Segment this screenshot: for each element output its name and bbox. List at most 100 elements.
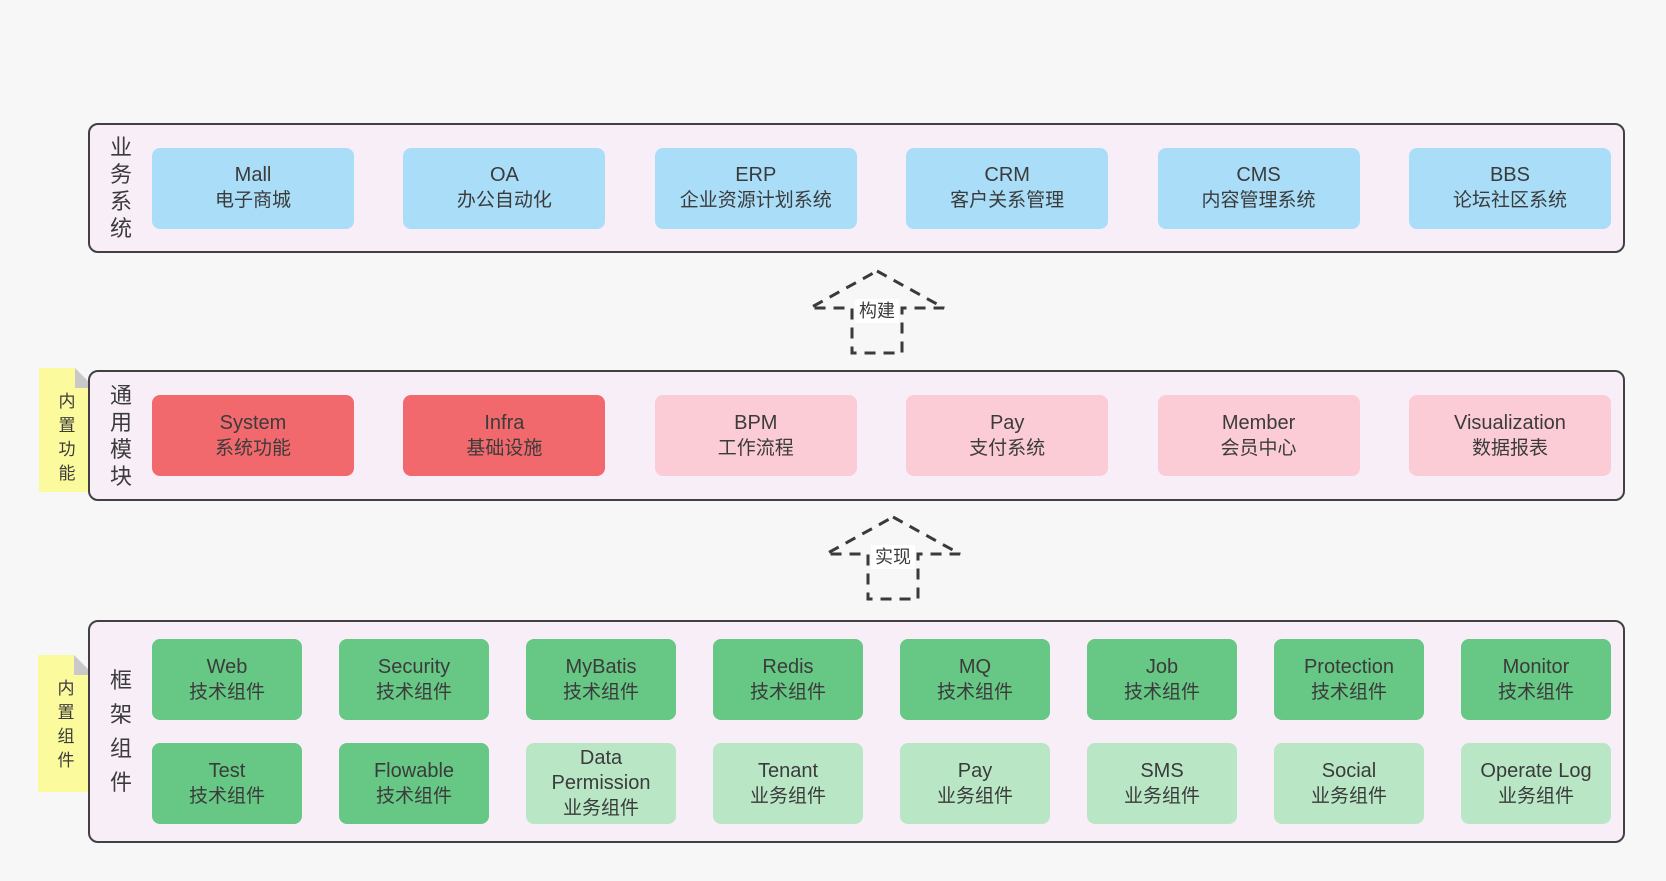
- layer-title: 框架组件: [109, 667, 132, 795]
- component-box-member: Member 会员中心: [1157, 395, 1360, 476]
- box-title: Redis: [762, 655, 814, 678]
- layer-title: 业务系统: [109, 135, 132, 241]
- box-subtitle: 支付系统: [969, 437, 1046, 459]
- box-subtitle: 技术组件: [936, 681, 1013, 703]
- box-title: SMS: [1140, 759, 1184, 782]
- component-box-mybatis: MyBatis 技术组件: [526, 639, 676, 720]
- box-title: Test: [208, 759, 246, 782]
- box-subtitle: 业务组件: [1123, 785, 1200, 807]
- box-title: Pay: [989, 411, 1025, 434]
- box-title: MQ: [958, 655, 992, 678]
- box-subtitle: 企业资源计划系统: [679, 190, 832, 211]
- box-subtitle: 业务组件: [1310, 785, 1387, 807]
- layer-rows: System 系统功能 Infra 基础设施 BPM 工作流程 Pay 支付系统 Member 会…: [152, 372, 1623, 499]
- component-box-social: Social 业务组件: [1274, 743, 1424, 824]
- sticky-note-builtin-components: 内置组件: [38, 655, 94, 792]
- layer-title-column: 业务系统: [90, 125, 152, 251]
- component-box-bpm: BPM 工作流程: [654, 395, 857, 476]
- component-box-mq: MQ 技术组件: [900, 639, 1050, 720]
- component-box-monitor: Monitor 技术组件: [1461, 639, 1611, 720]
- box-subtitle: 技术组件: [1123, 681, 1200, 703]
- layer-title-column: 通用模块: [90, 372, 152, 499]
- box-title: MyBatis: [565, 655, 637, 678]
- box-subtitle: 客户关系管理: [950, 190, 1065, 211]
- box-title: Job: [1145, 655, 1179, 678]
- box-title: Member: [1221, 411, 1296, 434]
- dashed-up-arrow-build: 构建: [807, 268, 947, 356]
- box-title: Pay: [957, 759, 993, 782]
- component-box-security: Security 技术组件: [339, 639, 489, 720]
- layer-panel-common-modules: 通用模块 System 系统功能 Infra 基础设施 BPM 工作流程 Pay 支付系统 Me…: [88, 370, 1625, 501]
- dashed-up-arrow-implement: 实现: [823, 514, 963, 602]
- box-title: Infra: [484, 411, 525, 434]
- box-subtitle: 技术组件: [1310, 681, 1387, 703]
- box-title: OA: [489, 164, 519, 186]
- box-title: BBS: [1489, 164, 1530, 186]
- layer-title: 通用模块: [109, 382, 132, 489]
- component-box-pay: Pay 支付系统: [906, 395, 1109, 476]
- box-title: CMS: [1236, 164, 1281, 186]
- component-box-web: Web 技术组件: [152, 639, 302, 720]
- box-title: System: [219, 411, 287, 434]
- box-subtitle: 系统功能: [214, 437, 291, 459]
- box-subtitle: 业务组件: [562, 798, 639, 819]
- box-title: CRM: [984, 164, 1030, 186]
- box-subtitle: 业务组件: [936, 785, 1013, 807]
- box-subtitle: 电子商城: [214, 190, 291, 211]
- component-box-oa: OA 办公自动化: [403, 147, 606, 229]
- box-subtitle: 业务组件: [749, 785, 826, 807]
- box-title: BPM: [734, 411, 778, 434]
- box-subtitle: 技术组件: [188, 785, 265, 807]
- box-subtitle: 技术组件: [749, 681, 826, 703]
- box-subtitle: 基础设施: [466, 437, 543, 459]
- component-box-system: System 系统功能: [152, 395, 354, 476]
- box-subtitle: 技术组件: [375, 681, 452, 703]
- box-subtitle: 数据报表: [1471, 437, 1548, 459]
- component-row: System 系统功能 Infra 基础设施 BPM 工作流程 Pay 支付系统 Member 会…: [152, 395, 1611, 476]
- box-subtitle: 论坛社区系统: [1452, 190, 1567, 211]
- box-title: ERP: [735, 164, 777, 186]
- box-title: Tenant: [757, 759, 819, 782]
- box-subtitle: 会员中心: [1220, 437, 1297, 459]
- component-row: Test 技术组件 Flowable 技术组件 Data Permission 业务组件 T…: [152, 743, 1611, 824]
- box-subtitle: 办公自动化: [456, 190, 552, 211]
- box-subtitle: 技术组件: [1497, 681, 1574, 703]
- sticky-note-builtin-features: 内置功能: [39, 368, 95, 492]
- box-title: Security: [377, 655, 451, 678]
- box-title: Monitor: [1502, 655, 1570, 678]
- box-subtitle: 技术组件: [375, 785, 452, 807]
- component-box-data-permission: Data Permission 业务组件: [526, 743, 676, 824]
- component-box-erp: ERP 企业资源计划系统: [654, 147, 857, 229]
- layer-title-column: 框架组件: [90, 622, 152, 841]
- component-box-sms: SMS 业务组件: [1087, 743, 1237, 824]
- component-box-pay: Pay 业务组件: [900, 743, 1050, 824]
- box-subtitle: 工作流程: [717, 437, 794, 459]
- component-box-cms: CMS 内容管理系统: [1157, 147, 1360, 229]
- box-title: Flowable: [373, 759, 455, 782]
- box-subtitle: 技术组件: [562, 681, 639, 703]
- arrow-label: 实现: [871, 545, 915, 569]
- sticky-note-label: 内置功能: [58, 392, 76, 483]
- component-box-infra: Infra 基础设施: [403, 395, 606, 476]
- box-title: Data Permission: [551, 747, 651, 794]
- box-title: Social: [1321, 759, 1377, 782]
- component-box-flowable: Flowable 技术组件: [339, 743, 489, 824]
- component-box-redis: Redis 技术组件: [713, 639, 863, 720]
- component-box-bbs: BBS 论坛社区系统: [1408, 147, 1611, 229]
- component-box-job: Job 技术组件: [1087, 639, 1237, 720]
- box-title: Operate Log: [1480, 759, 1592, 782]
- box-subtitle: 技术组件: [188, 681, 265, 703]
- box-title: Web: [206, 655, 248, 678]
- component-box-crm: CRM 客户关系管理: [906, 147, 1109, 229]
- box-subtitle: 内容管理系统: [1201, 190, 1316, 211]
- component-box-test: Test 技术组件: [152, 743, 302, 824]
